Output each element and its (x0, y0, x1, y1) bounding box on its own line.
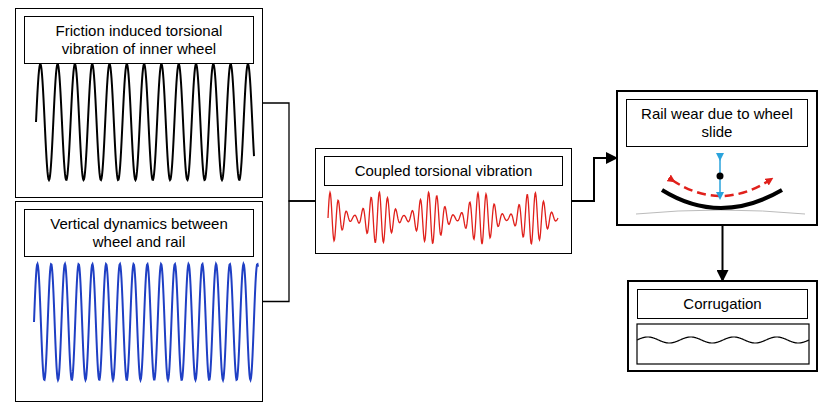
process-box: Coupled torsional vibration (315, 148, 572, 254)
corrugation-wave (637, 337, 809, 343)
wheel-arc (662, 190, 782, 208)
process-box: Vertical dynamics between wheel and rail (15, 201, 263, 402)
bracket-line (263, 103, 315, 201)
process-box: Friction induced torsional vibration of … (15, 8, 263, 198)
box-title: Vertical dynamics between wheel and rail (24, 209, 254, 257)
bracket-line (263, 201, 315, 302)
box-title: Friction induced torsional vibration of … (24, 16, 254, 64)
torsional-wave (36, 64, 254, 180)
flow-arrow (722, 226, 724, 280)
coupled-wave (328, 192, 558, 244)
process-box: Rail wear due to wheel slide (616, 90, 818, 226)
box-title: Coupled torsional vibration (324, 156, 563, 186)
flow-arrow (572, 158, 616, 201)
slide-arrow (672, 180, 770, 196)
process-box: Corrugation (627, 280, 818, 372)
wheel-centre (717, 173, 724, 180)
box-title: Corrugation (637, 289, 808, 319)
vertical-wave (34, 264, 258, 380)
rail-surface (636, 210, 805, 214)
rail-rect (637, 324, 809, 364)
box-title: Rail wear due to wheel slide (626, 99, 808, 147)
